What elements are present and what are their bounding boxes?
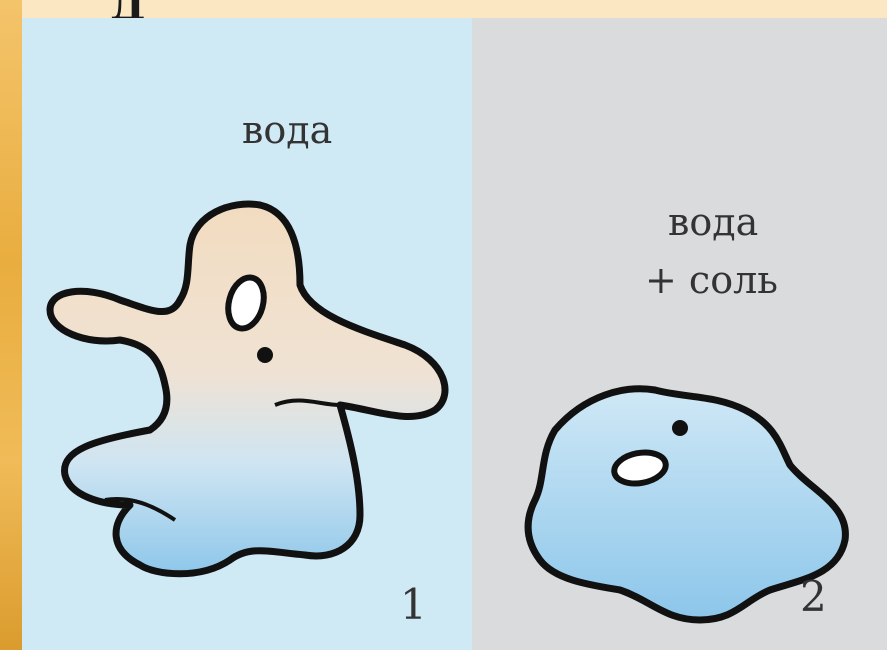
nucleus-icon [672,420,688,436]
bottom-border [0,650,887,660]
label-water-2: вода [668,200,758,244]
label-water: вода [242,108,332,152]
nucleus-icon [257,347,273,363]
amoeba-extended-icon [50,204,445,574]
figure-number-1: 1 [400,580,427,629]
amoeba-shrunken-icon [528,389,845,620]
label-salt: + соль [645,258,778,302]
figure-number-2: 2 [800,572,827,621]
